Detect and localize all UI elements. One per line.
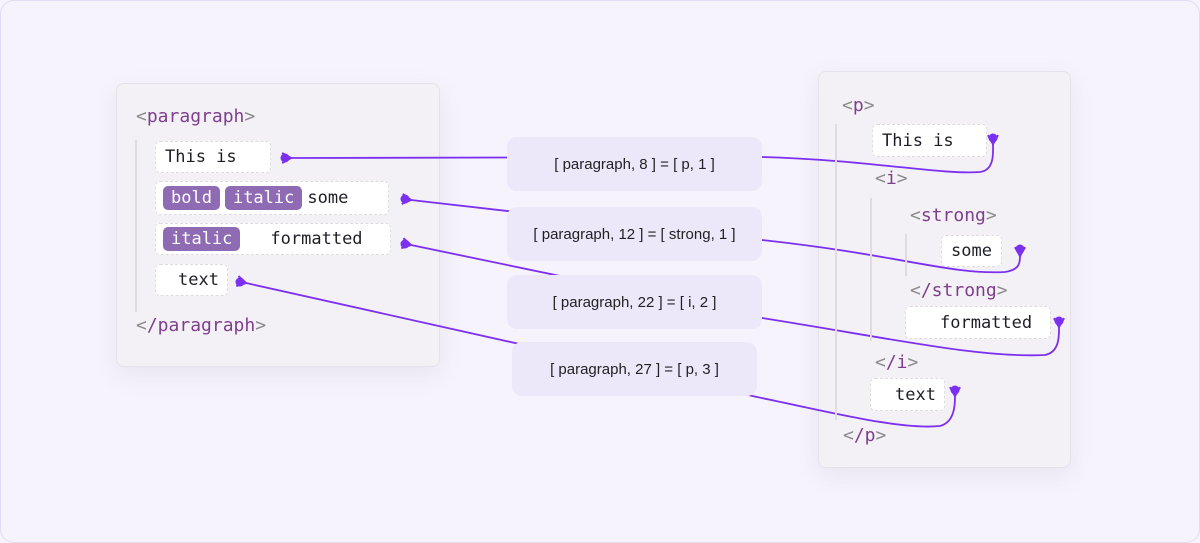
p-text-node-text: text	[870, 378, 945, 411]
anchor-dot	[1015, 244, 1025, 254]
strong-open-tag: <strong>	[910, 205, 997, 226]
indent-guide	[135, 140, 137, 312]
text-node-this-is: This is	[155, 141, 271, 173]
text-node-text: text	[155, 264, 228, 296]
anchor-dot	[1054, 316, 1064, 326]
mapping-label: [ paragraph, 12 ] = [ strong, 1 ]	[507, 207, 762, 261]
bold-chip: bold	[163, 186, 220, 210]
anchor-dot	[400, 194, 410, 204]
i-text-node-formatted: formatted	[905, 306, 1051, 339]
p-open-tag: <p>	[842, 95, 875, 116]
italic-chip: italic	[163, 227, 241, 251]
indent-guide	[870, 198, 872, 341]
mapping-label: [ paragraph, 27 ] = [ p, 3 ]	[512, 342, 757, 396]
connector-4	[235, 275, 961, 428]
mapping-label: [ paragraph, 8 ] = [ p, 1 ]	[507, 137, 762, 191]
anchor-dot	[280, 153, 290, 163]
i-close-tag: </i>	[875, 352, 919, 373]
paragraph-close-tag: </paragraph>	[136, 315, 267, 336]
italic-chip: italic	[224, 186, 303, 210]
indent-guide	[835, 124, 837, 420]
connector-1	[281, 134, 999, 174]
strong-text-node-some: some	[941, 235, 1002, 267]
p-close-tag: </p>	[843, 425, 887, 446]
paragraph-open-tag: <paragraph>	[136, 106, 256, 127]
mapping-label: [ paragraph, 22 ] = [ i, 2 ]	[507, 275, 762, 329]
indent-guide	[905, 234, 907, 276]
anchor-dot	[988, 133, 998, 143]
anchor-dot	[400, 239, 410, 249]
i-open-tag: <i>	[875, 168, 908, 189]
anchor-dot	[950, 385, 960, 395]
strong-close-tag: </strong>	[910, 280, 1008, 301]
p-text-node-this-is: This is	[872, 124, 987, 157]
anchor-dot	[235, 277, 245, 287]
